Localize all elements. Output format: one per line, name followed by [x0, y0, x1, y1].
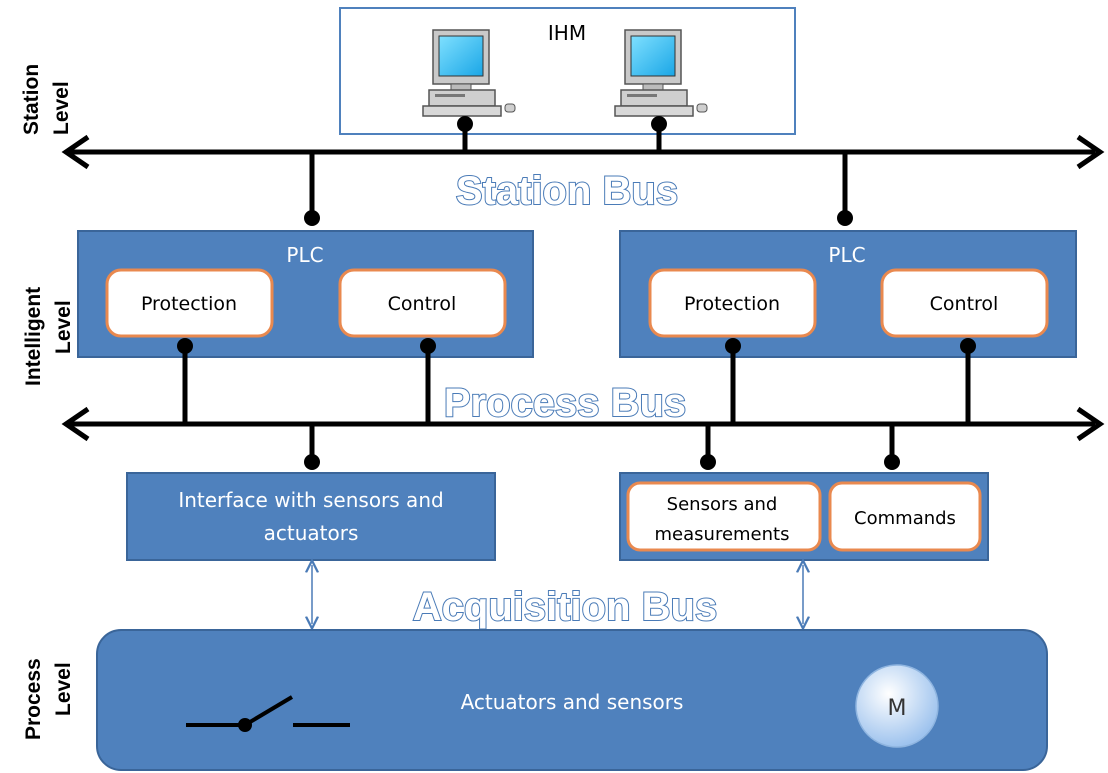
station-bus-label: Station Bus: [456, 169, 678, 213]
svg-text:Intelligent: Intelligent: [22, 287, 45, 386]
svg-text:Level: Level: [52, 300, 75, 354]
ihm-box: [339, 7, 796, 135]
svg-text:Level: Level: [52, 662, 75, 716]
sensors-line2: measurements: [655, 524, 790, 545]
sensors-measurements-box: [626, 481, 822, 552]
motor-icon: M: [855, 664, 939, 748]
commands-label: Commands: [854, 508, 956, 529]
station-level-label: Station Level: [20, 64, 73, 135]
acquisition-arrows: [312, 565, 803, 624]
plc-right-protection: [648, 268, 817, 338]
process-box: [96, 629, 1048, 771]
svg-text:M: M: [888, 696, 907, 721]
svg-text:Station: Station: [20, 64, 43, 135]
process-level-label: Process Level: [22, 658, 75, 740]
process-bus-label: Process Bus: [444, 381, 686, 425]
plc-right-title: PLC: [828, 243, 865, 267]
plc-left-title: PLC: [286, 243, 323, 267]
station-bus-line: [61, 134, 1105, 170]
plc-right-control-label: Control: [930, 293, 999, 315]
sensors-line1: Sensors and: [667, 494, 778, 515]
process-bus-line: [61, 406, 1105, 442]
process-box-label: Actuators and sensors: [461, 690, 684, 714]
svg-text:Process: Process: [22, 658, 45, 740]
plc-left-control-label: Control: [388, 293, 457, 315]
plc-left-protection-label: Protection: [141, 293, 237, 315]
plc-right-protection-label: Protection: [684, 293, 780, 315]
plc-left-protection: [105, 268, 274, 338]
computer-icon: [614, 29, 708, 117]
interface-box-line2: actuators: [264, 521, 359, 545]
connector-dots: [304, 116, 853, 226]
connector-dots: [177, 338, 976, 470]
computer-icon: [422, 29, 516, 117]
interface-box: [126, 472, 496, 561]
switch-icon: [186, 695, 350, 732]
intelligent-level-label: Intelligent Level: [22, 287, 75, 386]
interface-box-line1: Interface with sensors and: [178, 488, 443, 512]
acquisition-bus-label: Acquisition Bus: [413, 585, 717, 629]
plc-right-control: [880, 268, 1049, 338]
svg-text:Level: Level: [50, 81, 73, 135]
commands-box: [828, 481, 982, 552]
ihm-label: IHM: [548, 21, 586, 45]
plc-left-control: [338, 268, 507, 338]
